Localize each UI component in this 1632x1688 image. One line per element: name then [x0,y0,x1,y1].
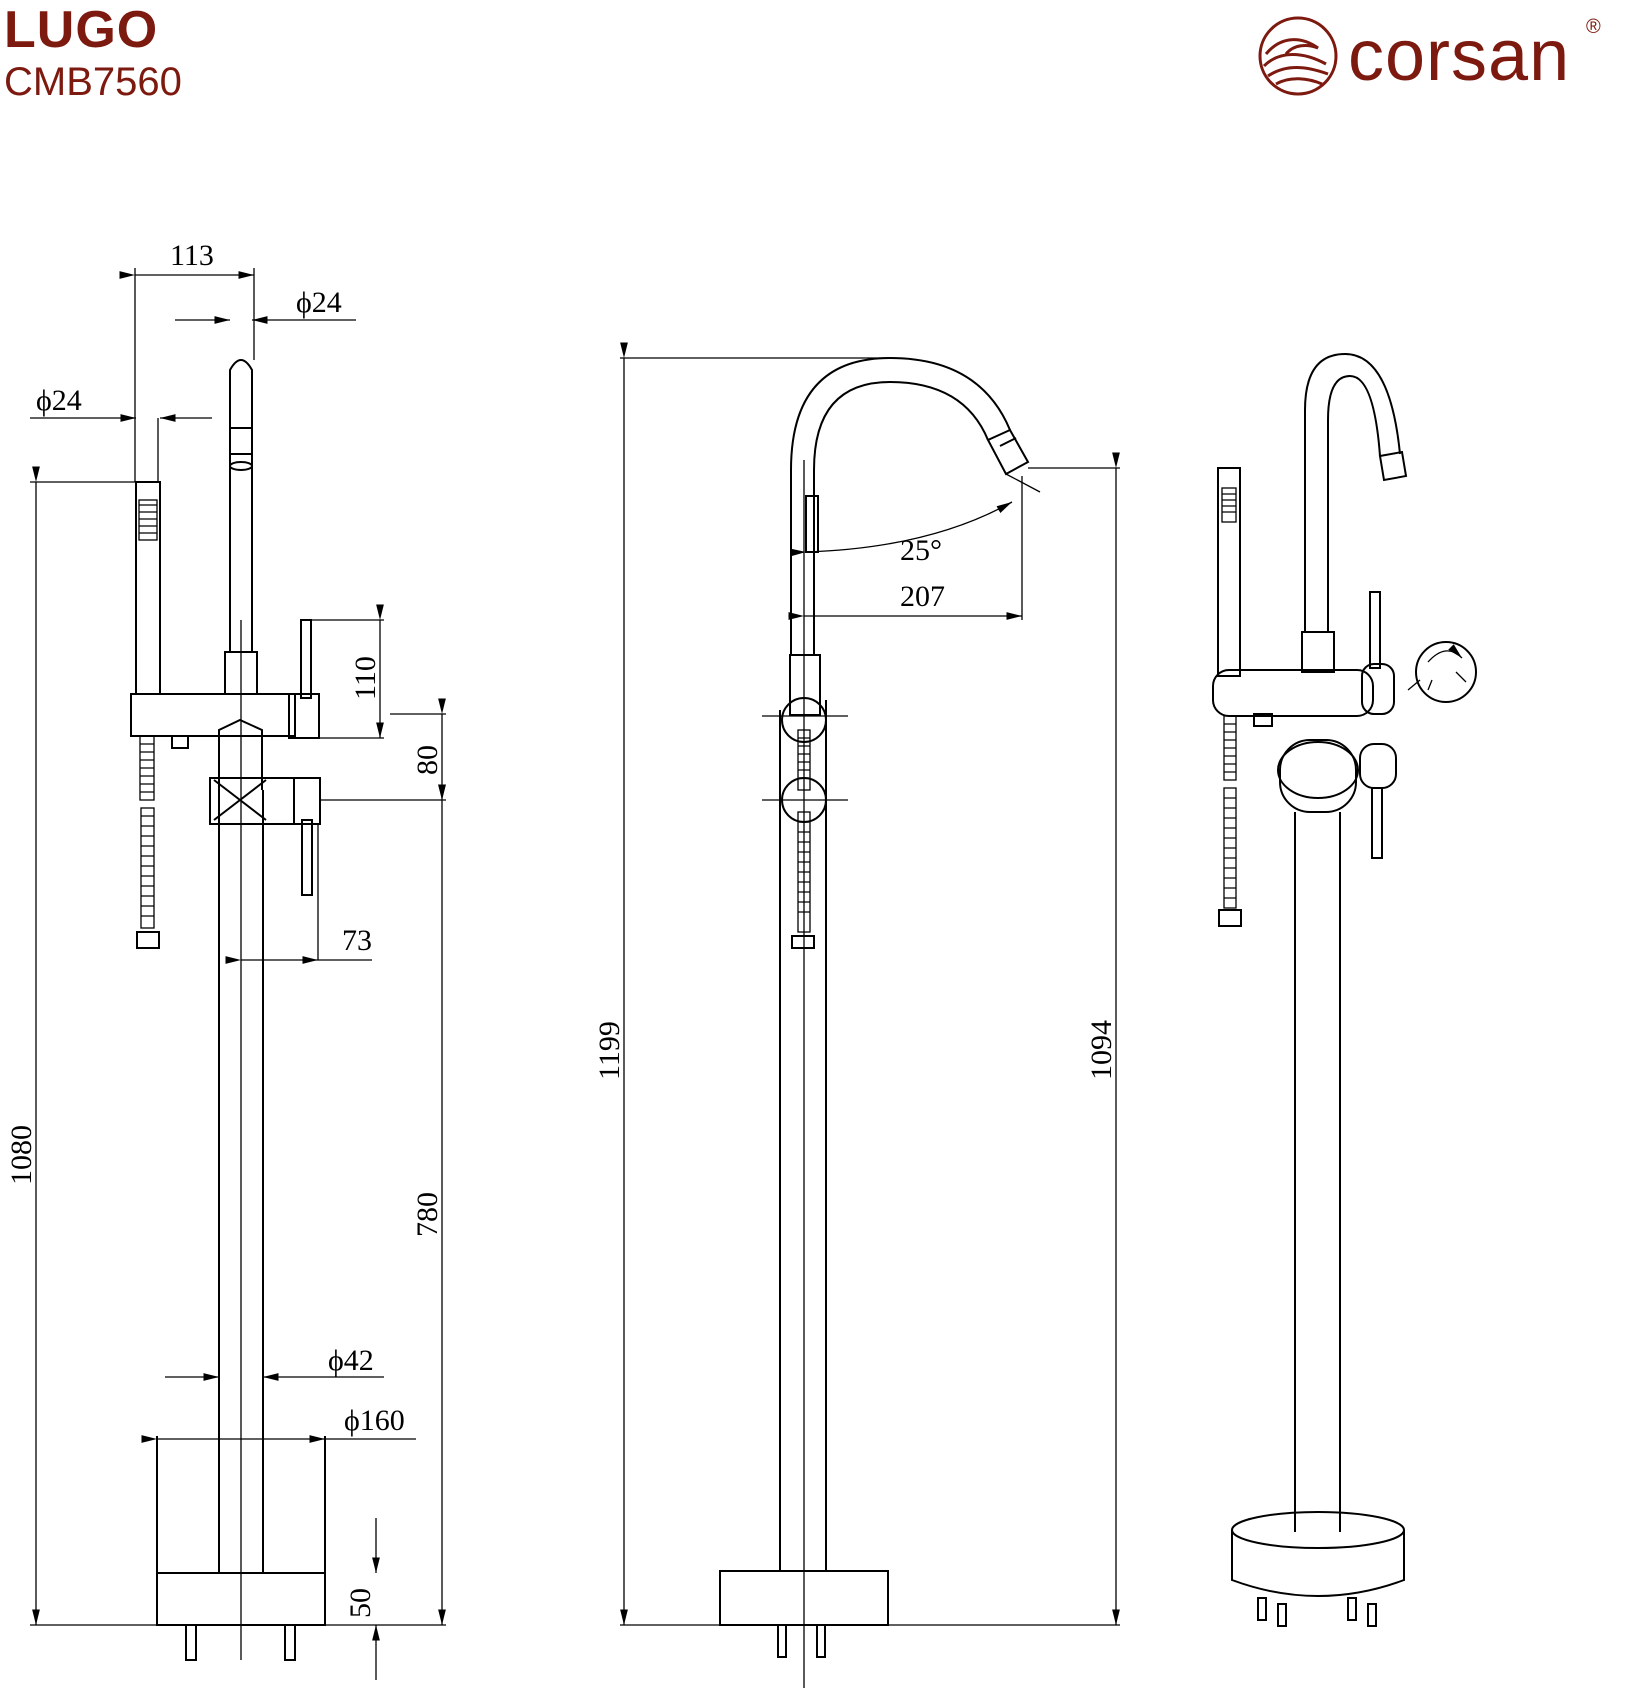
product-name: LUGO [4,1,159,59]
side-view: 1199 1094 207 25° [593,342,1120,1688]
model-code: CMB7560 [4,60,182,104]
brand-name: corsan [1348,16,1571,96]
dim-swivel-angle: 25° [900,534,942,567]
brand-logo: corsan ® [1256,14,1632,104]
dim-valve-height: 780 [411,1192,444,1237]
dim-spout-diameter: ϕ24 [296,286,342,319]
dim-lever-projection: 73 [342,924,372,957]
dim-outlet-height: 1094 [1085,1020,1118,1080]
dim-overall-height: 1199 [593,1021,626,1080]
dim-total-height: 1080 [5,1125,38,1185]
wave-circle-icon [1258,16,1338,96]
dim-base-height: 50 [344,1588,377,1618]
dim-handshower-offset: 113 [170,239,214,272]
perspective-view [1212,352,1408,1627]
dim-handshower-diameter: ϕ24 [36,384,82,417]
dim-column-diameter: ϕ42 [328,1344,374,1377]
front-view: 113 ϕ24 ϕ24 110 80 73 1080 780 [5,239,446,1680]
dim-valve-spacing: 80 [411,745,444,775]
dim-lever-height: 110 [349,656,382,700]
registered-mark: ® [1586,16,1601,38]
rotate-arrows-icon [1407,641,1477,703]
dim-spout-reach: 207 [900,580,945,613]
dim-base-diameter: ϕ160 [344,1404,405,1437]
